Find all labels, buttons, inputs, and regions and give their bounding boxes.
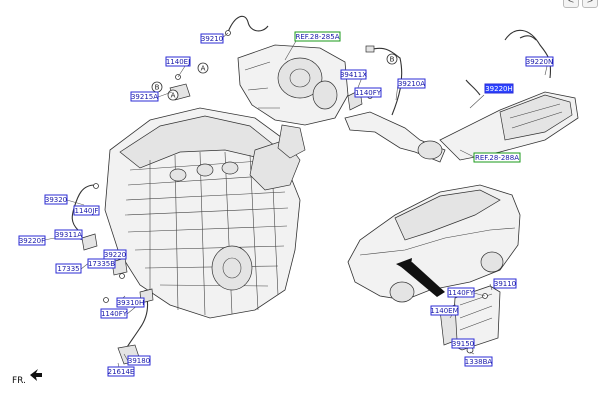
label-39320[interactable]: 39320 [44,194,68,205]
callout-b-right [386,53,398,65]
callout-b-left-text: B [155,84,160,92]
label-39220n[interactable]: 39220N [525,56,554,67]
svg-text:39220H: 39220H [485,85,513,93]
callout-b-right-text: B [390,56,395,64]
svg-text:39411X: 39411X [340,71,367,79]
label-21614e[interactable]: 21614E [107,366,135,377]
callout-a-top [197,62,209,74]
scroll-right-button[interactable]: > [582,0,598,8]
label-ref-28-285a[interactable]: REF.28-285A [294,31,341,42]
label-1140jf[interactable]: 1140JF [73,205,100,216]
label-39210a[interactable]: 39210A [397,78,426,89]
exhaust-pipe [344,91,579,163]
label-1140em[interactable]: 1140EM [430,305,459,316]
label-1338ba[interactable]: 1338BA [464,356,493,367]
label-39110[interactable]: 39110 [493,278,517,289]
vehicle-outline [347,184,521,303]
svg-text:39310H: 39310H [117,299,145,307]
svg-text:REF.28-285A: REF.28-285A [296,33,340,41]
svg-text:39311A: 39311A [55,231,82,239]
label-1140fy-ecu[interactable]: 1140FY [447,287,475,298]
label-39220h[interactable]: 39220H [484,83,514,94]
svg-text:1140EJ: 1140EJ [166,58,190,66]
label-39180[interactable]: 39180 [127,355,151,366]
svg-text:39150: 39150 [452,340,474,348]
label-39220f[interactable]: 39220F [18,235,46,246]
svg-text:1140JF: 1140JF [75,207,99,215]
callout-a-top-text: A [201,65,206,73]
svg-text:1140FY: 1140FY [448,289,475,297]
label-1140fy-mid[interactable]: 1140FY [354,87,382,98]
label-ref-28-288a[interactable]: REF.28-288A [473,152,521,163]
label-39150[interactable]: 39150 [451,338,475,349]
label-39311a[interactable]: 39311A [54,229,83,240]
svg-text:1140EM: 1140EM [430,307,458,315]
svg-text:39320: 39320 [45,196,67,204]
label-39210-top[interactable]: 39210 [200,33,224,44]
svg-text:39215A: 39215A [131,93,158,101]
svg-text:39110: 39110 [494,280,516,288]
svg-text:1140FY: 1140FY [101,310,128,318]
label-39411x[interactable]: 39411X [340,69,367,80]
svg-text:1338BA: 1338BA [465,358,493,366]
svg-text:21614E: 21614E [108,368,135,376]
label-39310h[interactable]: 39310H [116,297,145,308]
svg-text:1140FY: 1140FY [355,89,382,97]
label-1140ej[interactable]: 1140EJ [165,56,191,67]
svg-text:39210A: 39210A [398,80,425,88]
orientation-label: FR. [12,376,26,386]
svg-text:39220: 39220 [104,251,126,259]
svg-text:39210: 39210 [201,35,223,43]
callout-a-left-text: A [171,92,176,100]
scroll-left-button[interactable]: < [563,0,579,8]
front-arrow-icon [30,369,42,381]
svg-text:REF.28-288A: REF.28-288A [475,154,519,162]
svg-text:39180: 39180 [128,357,150,365]
svg-text:39220F: 39220F [19,237,45,245]
label-39220-left[interactable]: 39220 [103,249,127,260]
label-17335b[interactable]: 17335B [87,258,116,269]
svg-text:17335: 17335 [57,265,79,273]
turbocharger [237,44,349,159]
label-1140fy-low[interactable]: 1140FY [100,308,128,319]
label-17335[interactable]: 17335 [55,263,82,274]
label-39215a[interactable]: 39215A [130,91,159,102]
engine-block [104,107,301,319]
svg-text:39220N: 39220N [526,58,554,66]
part-labels: 39210 REF.28-285A 1140EJ 39215A 39411X 1… [18,31,554,377]
svg-text:17335B: 17335B [88,260,115,268]
